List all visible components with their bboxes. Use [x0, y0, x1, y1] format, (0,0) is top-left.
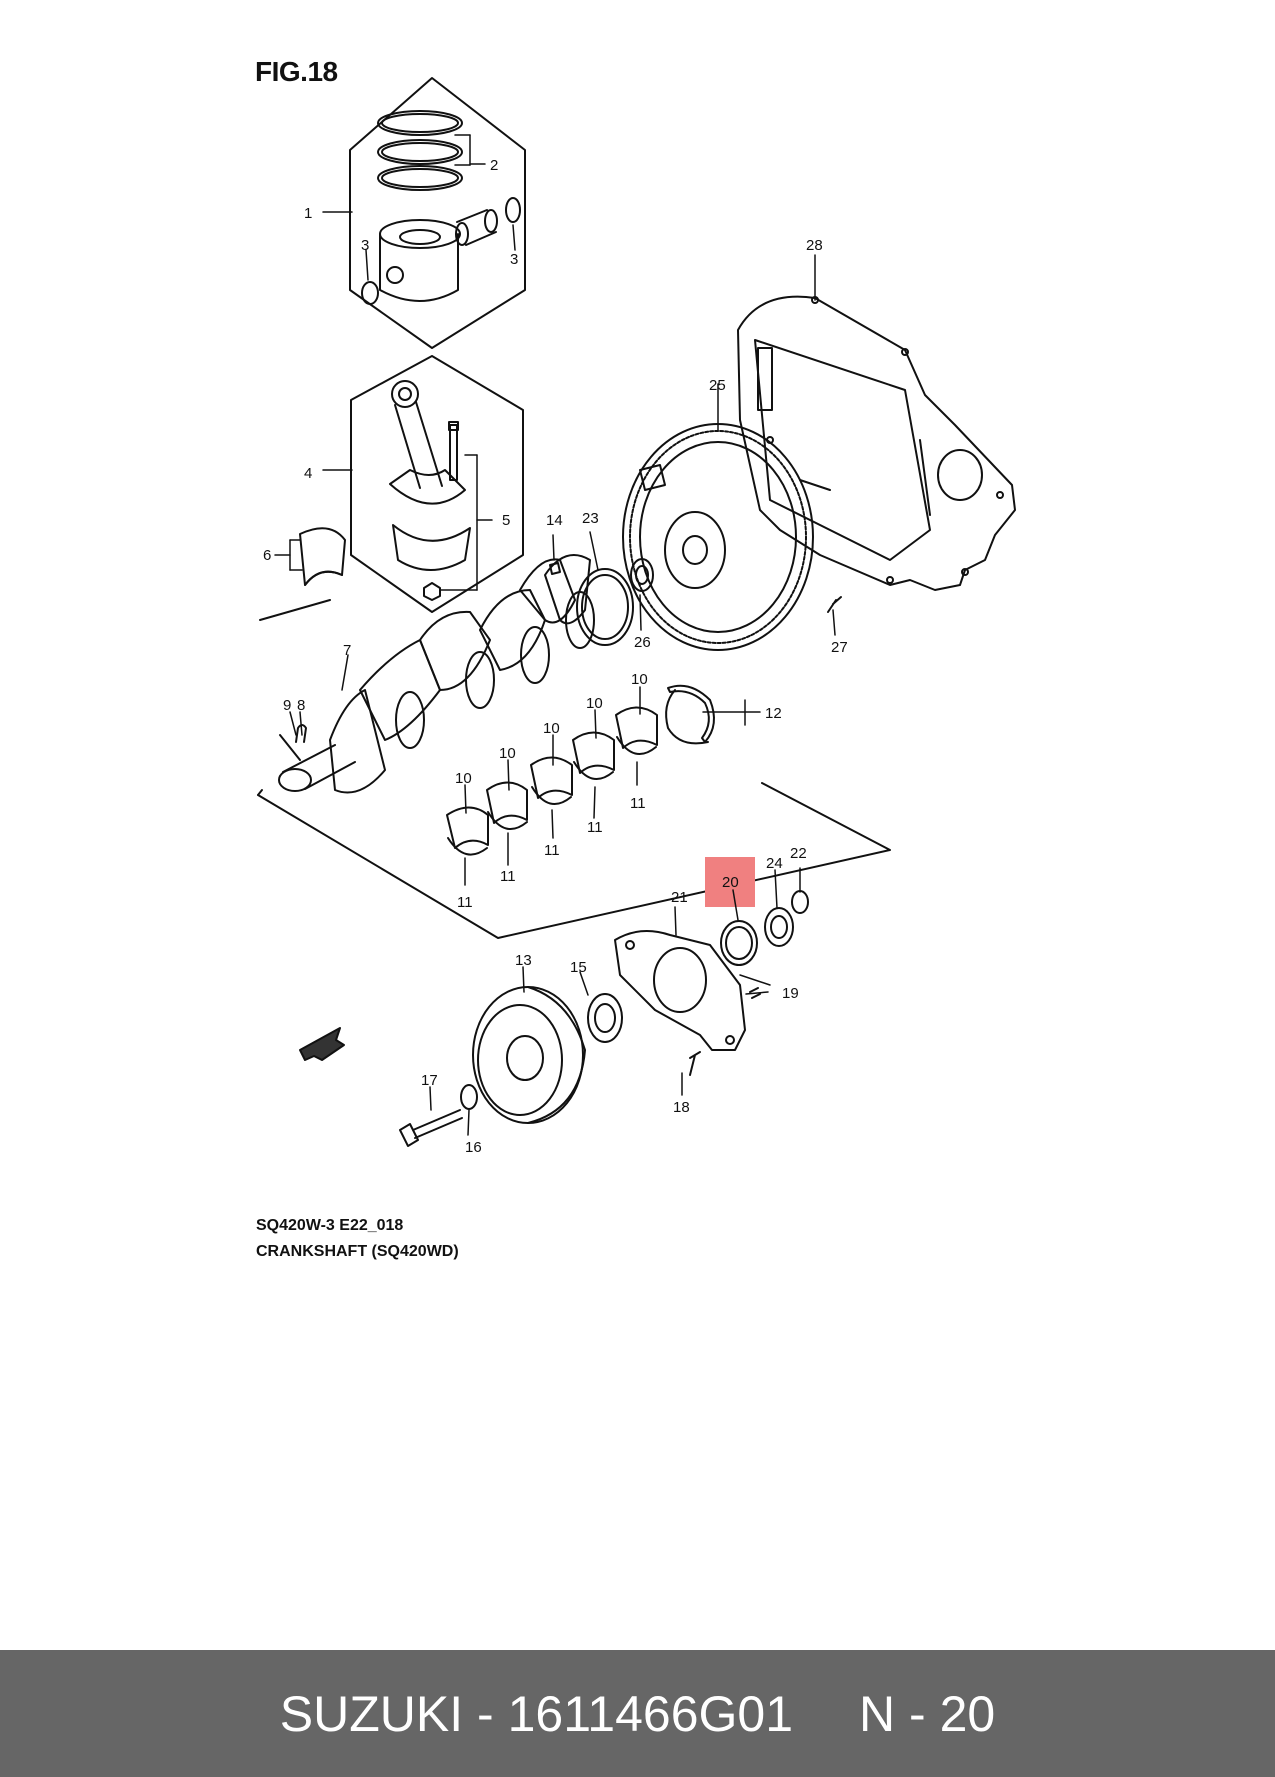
callout-21: 21	[671, 889, 688, 906]
callout-20: 20	[722, 874, 739, 891]
highlight-box-part-20	[705, 857, 755, 907]
callout-5: 5	[502, 512, 510, 529]
callout-22: 22	[790, 845, 807, 862]
crank-group-border	[257, 782, 891, 939]
callout-27: 27	[831, 639, 848, 656]
callout-8: 8	[297, 697, 305, 714]
callout-28: 28	[806, 237, 823, 254]
callout-3b: 3	[510, 251, 518, 268]
callout-1: 1	[304, 205, 312, 222]
adapter-plate	[737, 295, 1016, 591]
callout-10a: 10	[631, 671, 648, 688]
callout-15: 15	[570, 959, 587, 976]
callout-26: 26	[634, 634, 651, 651]
callout-11c: 11	[544, 842, 560, 859]
exploded-view-drawing: 1 2 3 3 4 5 6 7 8 9 10 10 10 10 10 10 11…	[257, 77, 1016, 1156]
callout-9: 9	[283, 697, 291, 714]
callout-7: 7	[343, 642, 351, 659]
crank-pulley	[399, 986, 623, 1147]
callout-19: 19	[782, 985, 799, 1002]
callout-labels: 1 2 3 3 4 5 6 7 8 9 10 10 10 10 10 10 11…	[263, 157, 848, 1156]
footer-ref: N - 20	[859, 1685, 996, 1742]
callout-24: 24	[766, 855, 783, 872]
figure-title: FIG.18	[255, 56, 338, 87]
callout-2: 2	[490, 157, 498, 174]
figure-code-caption: SQ420W-3 E22_018	[256, 1217, 404, 1234]
callout-10b: 10	[586, 695, 603, 712]
crankshaft	[259, 554, 595, 794]
callout-11e: 11	[457, 894, 473, 911]
thrust-washers	[665, 684, 715, 745]
footer-brand-part: SUZUKI - 1611466G01	[279, 1685, 794, 1742]
callout-6: 6	[263, 547, 271, 564]
callout-10d: 10	[499, 745, 516, 762]
callout-11a: 11	[630, 795, 646, 812]
flywheel	[622, 423, 814, 651]
callout-25: 25	[709, 377, 726, 394]
callout-14: 14	[546, 512, 563, 529]
leader-lines	[274, 134, 836, 1136]
rear-seal-and-spacer	[549, 558, 842, 646]
parts-diagram: FIG.18	[255, 56, 1016, 1260]
callout-12: 12	[765, 705, 782, 722]
callout-3a: 3	[361, 237, 369, 254]
figure-title-caption: CRANKSHAFT (SQ420WD)	[256, 1243, 459, 1260]
callout-16: 16	[465, 1139, 482, 1156]
part-number-footer: SUZUKI - 1611466G01 N - 20	[0, 1650, 1275, 1777]
callout-18: 18	[673, 1099, 690, 1116]
callout-11d: 11	[500, 868, 516, 885]
callout-17: 17	[421, 1072, 438, 1089]
front-cover	[614, 890, 809, 1076]
callout-10c: 10	[543, 720, 560, 737]
piston-group	[349, 77, 526, 349]
callout-11b: 11	[587, 819, 603, 836]
callout-23: 23	[582, 510, 599, 527]
callout-13: 13	[515, 952, 532, 969]
callout-4: 4	[304, 465, 312, 482]
front-direction-arrow	[299, 1027, 345, 1061]
callout-10e: 10	[455, 770, 472, 787]
conrod-group	[299, 355, 524, 613]
main-bearings	[446, 706, 658, 856]
